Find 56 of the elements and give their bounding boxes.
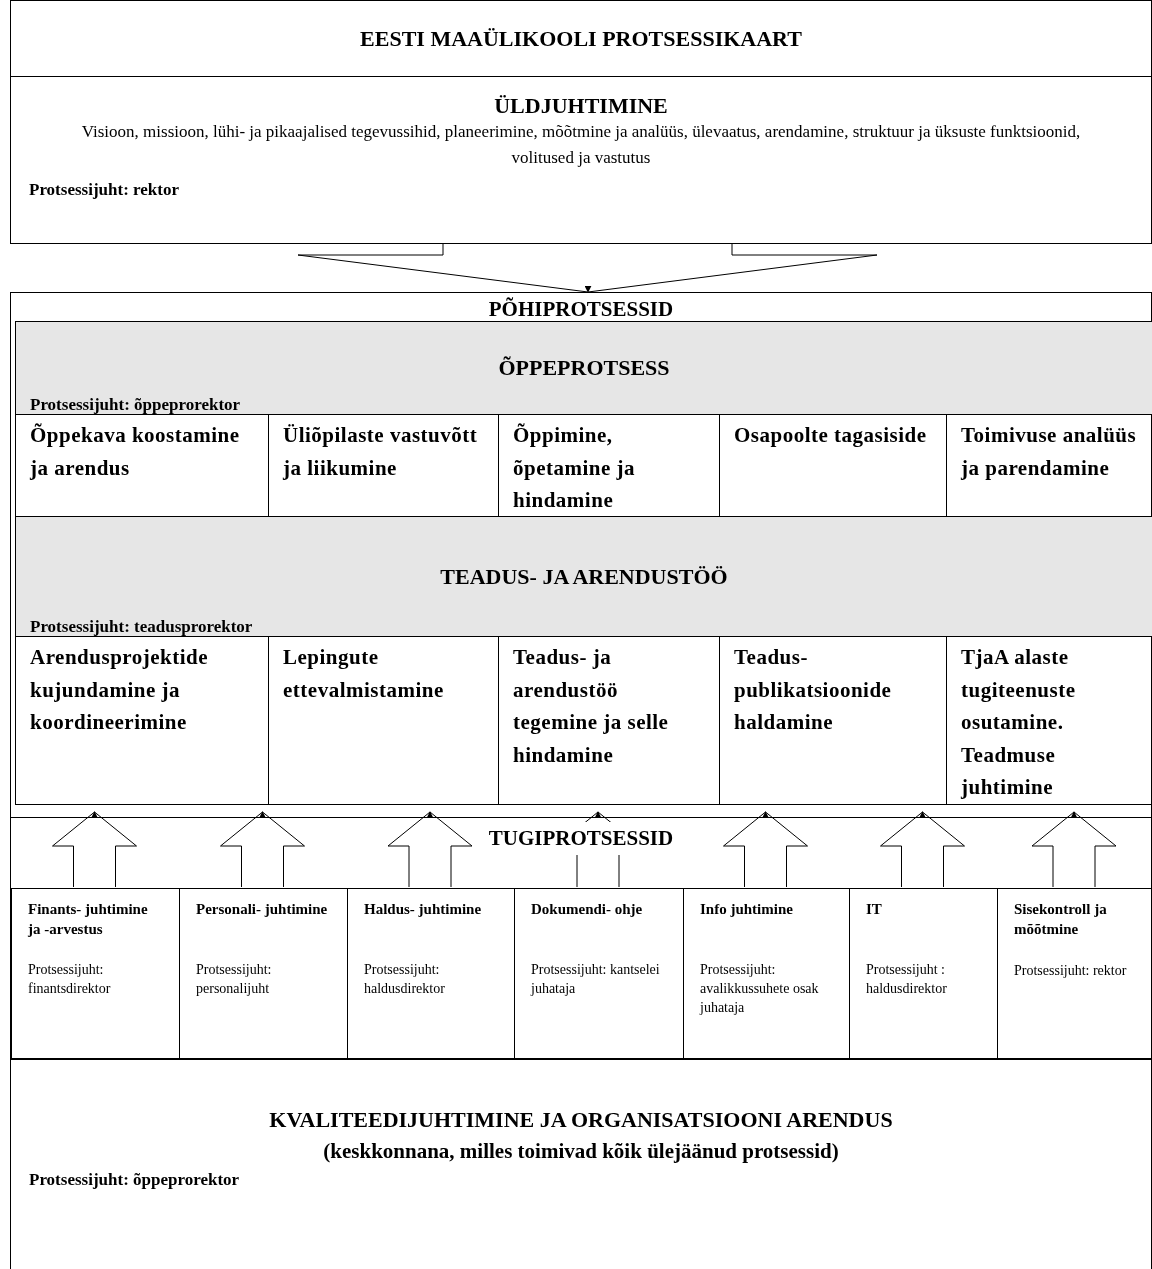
support-process-box	[514, 888, 684, 1060]
subprocess-text: Teadus- publikatsioonide haldamine	[734, 644, 893, 737]
subprocess-text: Õppimine, õpetamine ja hindamine	[513, 422, 637, 515]
section-frame	[10, 817, 1152, 1059]
block-arrow	[297, 242, 878, 293]
heading-text: Dokumendi- ohje	[531, 900, 643, 919]
subprocess-text: Lepingute ettevalmistamine	[283, 644, 445, 704]
subprocess-text: Teadus- ja arendustöö tegemine ja selle hindamine	[513, 644, 670, 769]
block-arrow	[880, 811, 965, 888]
support-process-box	[849, 888, 998, 1060]
block-arrow	[1031, 811, 1117, 888]
heading-text: Sisekontroll ja mõõtmine	[1014, 900, 1108, 940]
heading-text: TEADUS- JA ARENDUSTÖÖ	[440, 563, 728, 591]
support-process-box	[997, 888, 1152, 1060]
support-process-box	[179, 888, 348, 1060]
subprocess-text: Üliõpilaste vastuvõtt ja liikumine	[283, 422, 479, 482]
block-arrow	[723, 811, 808, 888]
owner-text: Protsessijuht: teadusprorektor	[30, 616, 253, 638]
subprocess-text: Õppekava koostamine ja arendus	[30, 422, 241, 482]
heading-text: Info juhtimine	[700, 900, 793, 919]
description-text: Visioon, missioon, lühi- ja pikaajalised tegevussihid, planeerimine, mõõtmine ja analüüs, ülevaatus, arendamine, struktuur ja üksuste funktsioonid, volitused ja vastutus	[80, 121, 1082, 170]
block-arrow	[52, 811, 137, 888]
subheading-text: (keskkonnana, milles toimivad kõik ülejäänud protsessid)	[323, 1138, 839, 1165]
process-band	[15, 321, 1152, 415]
owner-text: Protsessijuht: õppeprorektor	[29, 1169, 240, 1191]
owner-text: Protsessijuht: rektor	[29, 179, 179, 201]
owner-text: Protsessijuht: rektor	[1014, 962, 1127, 980]
owner-text: Protsessijuht: kantselei juhataja	[531, 961, 661, 998]
support-process-box	[347, 888, 515, 1060]
owner-text: Protsessijuht: õppeprorektor	[30, 394, 241, 416]
owner-text: Protsessijuht: avalikkussuhete osak juhataja	[700, 961, 820, 1017]
block-arrow	[220, 811, 305, 888]
subprocess-text: Toimivuse analüüs ja parendamine	[961, 422, 1138, 482]
heading-text: KVALITEEDIJUHTIMINE JA ORGANISATSIOONI ARENDUS	[269, 1106, 893, 1134]
process-box	[10, 76, 1152, 244]
quality-box	[10, 1058, 1152, 1269]
owner-text: Protsessijuht: personalijuht	[196, 961, 273, 998]
heading-text: Haldus- juhtimine	[364, 900, 482, 919]
heading-text: Finants- juhtimine ja -arvestus	[28, 900, 149, 940]
heading-text: ÕPPEPROTSESS	[498, 354, 670, 382]
section-frame	[10, 292, 1152, 818]
owner-text: Protsessijuht : haldusdirektor	[866, 961, 948, 998]
subprocess-text: Osapoolte tagasiside	[734, 422, 927, 449]
process-band	[15, 516, 1152, 637]
subprocess-text: Arendusprojektide kujundamine ja koordineerimine	[30, 644, 210, 737]
title-heading: EESTI MAAÜLIKOOLI PROTSESSIKAART	[360, 25, 802, 52]
owner-text: Protsessijuht: finantsdirektor	[28, 961, 112, 998]
heading-text: ÜLDJUHTIMINE	[494, 92, 668, 120]
support-process-box	[11, 888, 180, 1060]
subprocess-text: TjaA alaste tugiteenuste osutamine. Teadmuse juhtimine	[961, 644, 1077, 802]
heading-text: Personali- juhtimine	[196, 900, 328, 919]
owner-text: Protsessijuht: haldusdirektor	[364, 961, 446, 998]
block-arrow	[387, 811, 473, 888]
subprocess-cell	[15, 636, 269, 805]
support-process-box	[683, 888, 850, 1060]
heading-text: IT	[866, 900, 882, 919]
